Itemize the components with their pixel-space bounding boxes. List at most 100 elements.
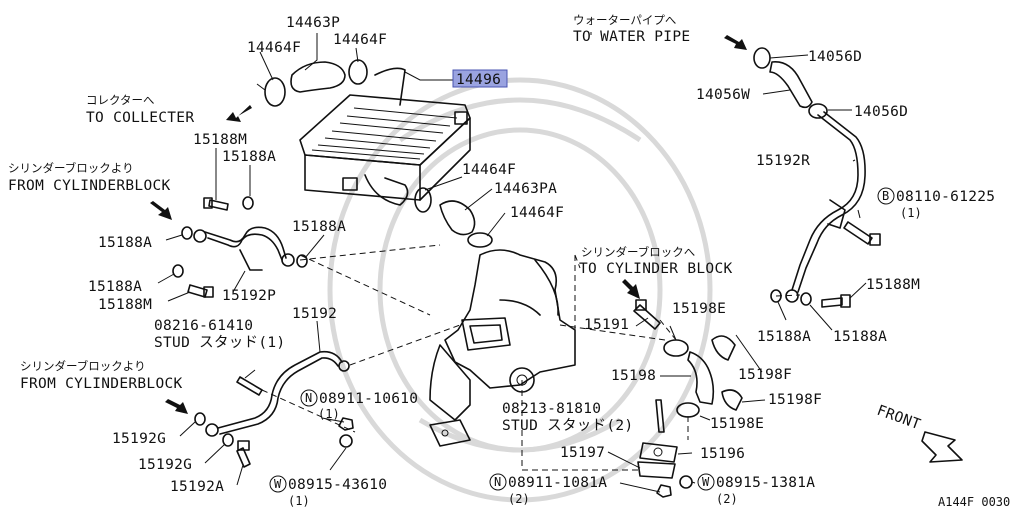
label-14463P[interactable]: 14463P xyxy=(286,15,340,31)
clamp-15198E-lower[interactable] xyxy=(676,402,700,418)
washer-15188A-right[interactable] xyxy=(296,254,308,268)
pipe-15192[interactable] xyxy=(205,350,350,437)
label-15188A-f[interactable]: 15188A xyxy=(833,329,887,345)
hose-15198F-lower[interactable] xyxy=(721,389,743,411)
label-15188M-b[interactable]: 15188M xyxy=(98,297,152,313)
clamp-15198E-upper[interactable] xyxy=(663,339,689,357)
label-14056W[interactable]: 14056W xyxy=(696,87,750,103)
label-15198F-a[interactable]: 15198F xyxy=(738,367,792,383)
label-15188A-b[interactable]: 15188A xyxy=(98,235,152,251)
label-08213-81810[interactable]: 08213-81810 xyxy=(502,401,601,417)
clamp-14464F-mid[interactable] xyxy=(414,187,432,213)
label-15188A-a[interactable]: 15188A xyxy=(222,149,276,165)
label-15188A-d[interactable]: 15188A xyxy=(88,279,142,295)
label-14464F-c[interactable]: 14464F xyxy=(462,162,516,178)
label-08110-61225[interactable]: 08110-61225 xyxy=(896,189,995,205)
washer-08915-43610[interactable] xyxy=(339,434,353,448)
label-15191[interactable]: 15191 xyxy=(584,317,629,333)
label-15192G-b[interactable]: 15192G xyxy=(138,457,192,473)
w-letter-1: W xyxy=(274,477,282,491)
washer-15192G-lower[interactable] xyxy=(222,433,234,447)
pipe-15192R[interactable] xyxy=(785,111,866,303)
label-15192P[interactable]: 15192P xyxy=(222,288,276,304)
bolt-15188M-lower[interactable] xyxy=(187,284,214,298)
figure-code: A144F 0030 xyxy=(938,495,1010,509)
n-letter-1: N xyxy=(305,391,312,405)
bolt-15188M-upper[interactable] xyxy=(203,197,229,211)
jp-from-cyl-1: シリンダーブロックより xyxy=(8,161,134,175)
label-15196[interactable]: 15196 xyxy=(700,446,745,462)
label-14464F-d[interactable]: 14464F xyxy=(510,205,564,221)
stud-08216-61410[interactable] xyxy=(236,376,263,396)
jp-to-cyl: シリンダーブロックへ xyxy=(581,245,695,259)
label-14056D-a[interactable]: 14056D xyxy=(808,49,862,65)
clamp-14464F-left[interactable] xyxy=(256,77,286,107)
gasket-15196[interactable] xyxy=(639,442,678,463)
clamp-14464F-low[interactable] xyxy=(467,232,493,248)
label-15188M-c[interactable]: 15188M xyxy=(866,277,920,293)
label-08915-1381A[interactable]: 08915-1381A xyxy=(716,475,815,491)
label-14464F-a[interactable]: 14464F xyxy=(247,40,301,56)
to-cyl: TO CYLINDER BLOCK xyxy=(579,261,733,277)
leader-lines xyxy=(157,32,867,493)
label-08915-43610[interactable]: 08915-43610 xyxy=(288,477,387,493)
from-cyl-1: FROM CYLINDERBLOCK xyxy=(8,178,171,194)
label-15192[interactable]: 15192 xyxy=(292,306,337,322)
part-highlight xyxy=(452,69,508,88)
qty-08915-1381A: (2) xyxy=(716,492,738,506)
washer-08915-1381A[interactable] xyxy=(679,475,693,489)
label-14463PA[interactable]: 14463PA xyxy=(494,181,557,197)
label-14464F-b[interactable]: 14464F xyxy=(333,32,387,48)
stud-08213-81810[interactable] xyxy=(655,399,665,433)
hose-14463P[interactable] xyxy=(290,61,346,93)
w-circle-1 xyxy=(269,475,287,493)
w-letter-2: W xyxy=(702,475,710,489)
label-15198E-a[interactable]: 15198E xyxy=(672,301,726,317)
clamp-14464F-right[interactable] xyxy=(348,59,368,85)
clamp-14056D-top[interactable] xyxy=(753,47,771,69)
washer-15188A-upper[interactable] xyxy=(242,196,254,210)
label-15198E-b[interactable]: 15198E xyxy=(710,416,764,432)
qty-08110-61225: (1) xyxy=(900,206,922,220)
label-15192G-a[interactable]: 15192G xyxy=(112,431,166,447)
n-circle-1 xyxy=(300,389,318,407)
label-15197[interactable]: 15197 xyxy=(560,445,605,461)
label-15198[interactable]: 15198 xyxy=(611,368,656,384)
hose-14056W[interactable] xyxy=(769,61,813,109)
jp-collecter: コレクターへ xyxy=(86,93,155,107)
label-08911-10610[interactable]: 08911-10610 xyxy=(319,391,418,407)
label-15188A-e[interactable]: 15188A xyxy=(757,329,811,345)
label-14496[interactable]: 14496 xyxy=(456,72,501,88)
clamp-14056D-bottom[interactable] xyxy=(808,103,828,119)
hose-15198[interactable] xyxy=(687,351,715,405)
connector-15191[interactable] xyxy=(633,299,661,330)
washer-15188A-mid[interactable] xyxy=(172,264,184,278)
label-15188M-a[interactable]: 15188M xyxy=(193,132,247,148)
front-arrow xyxy=(921,431,963,463)
stud-label-2: STUD スタッド(2) xyxy=(502,417,633,434)
label-08216-61410[interactable]: 08216-61410 xyxy=(154,318,253,334)
bolt-08110-61225[interactable] xyxy=(843,221,881,246)
bolt-15188M-right[interactable] xyxy=(821,294,851,308)
washer-15188A-left[interactable] xyxy=(181,226,193,240)
from-cyl-2: FROM CYLINDERBLOCK xyxy=(20,376,183,392)
label-15198F-b[interactable]: 15198F xyxy=(768,392,822,408)
nut-08911-1081A[interactable] xyxy=(656,484,672,498)
hose-15198F-upper[interactable] xyxy=(711,335,736,361)
hose-14463PA[interactable] xyxy=(439,200,476,236)
label-08911-1081A[interactable]: 08911-1081A xyxy=(508,475,607,491)
label-15188A-c[interactable]: 15188A xyxy=(292,219,346,235)
bolt-15192A[interactable] xyxy=(236,440,251,468)
turbocharger[interactable] xyxy=(429,249,576,447)
label-14056D-b[interactable]: 14056D xyxy=(854,104,908,120)
watermark-emblem xyxy=(327,77,713,503)
to-collecter: TO COLLECTER xyxy=(86,110,194,126)
label-15192R[interactable]: 15192R xyxy=(756,153,810,169)
pipe-15192P[interactable] xyxy=(193,226,295,271)
flange-15197[interactable] xyxy=(637,461,676,479)
label-15192A[interactable]: 15192A xyxy=(170,479,224,495)
intercooler-14496[interactable] xyxy=(299,67,471,206)
washer-15192G-upper[interactable] xyxy=(194,412,206,426)
washer-15188A-right-b[interactable] xyxy=(800,292,812,306)
arrow-to-cyl-block xyxy=(622,279,640,299)
